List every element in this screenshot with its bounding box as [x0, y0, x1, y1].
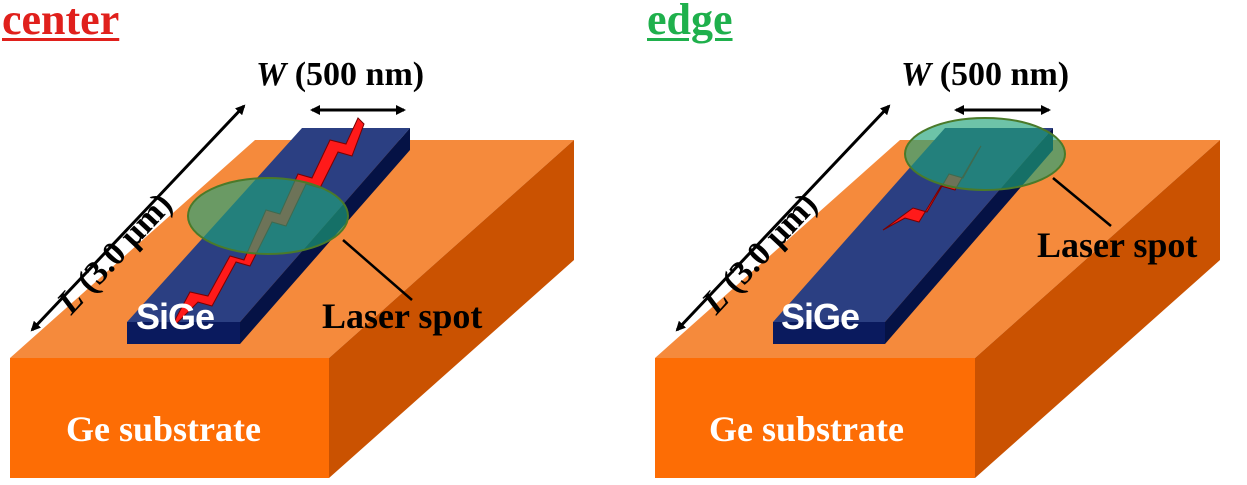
length-arrow [30, 104, 246, 332]
diagram-edge [655, 104, 1220, 478]
panel-title: center [2, 0, 120, 44]
laser-spot-label: Laser spot [1037, 225, 1198, 265]
sige-label: SiGe [781, 296, 860, 337]
width-variable: W [256, 56, 287, 93]
width-variable: W [901, 56, 932, 93]
laser-spot [187, 177, 349, 255]
substrate-front [10, 358, 329, 478]
substrate-front [655, 358, 975, 478]
panel-center: center W (500 nm) L (3.0 μm) SiGe Laser … [2, 0, 574, 478]
length-arrow [675, 104, 891, 332]
width-value: (500 nm) [939, 56, 1070, 93]
substrate-label: Ge substrate [709, 409, 904, 449]
substrate-label: Ge substrate [66, 409, 261, 449]
sige-label: SiGe [136, 296, 215, 337]
laser-spot [904, 117, 1066, 191]
width-value: (500 nm) [294, 56, 425, 93]
laser-spot-leader [342, 239, 413, 301]
width-label: W (500 nm) [901, 56, 1069, 94]
panel-title: edge [647, 0, 733, 44]
laser-spot-label: Laser spot [322, 296, 483, 336]
diagram-center [10, 104, 574, 478]
width-label: W (500 nm) [256, 56, 424, 94]
laser-spot-leader [1052, 177, 1112, 227]
substrate-side [329, 140, 574, 478]
panel-edge: edge W (500 nm) L (3.0 μm) SiGe Laser sp… [623, 0, 1247, 485]
substrate-side [975, 140, 1220, 478]
